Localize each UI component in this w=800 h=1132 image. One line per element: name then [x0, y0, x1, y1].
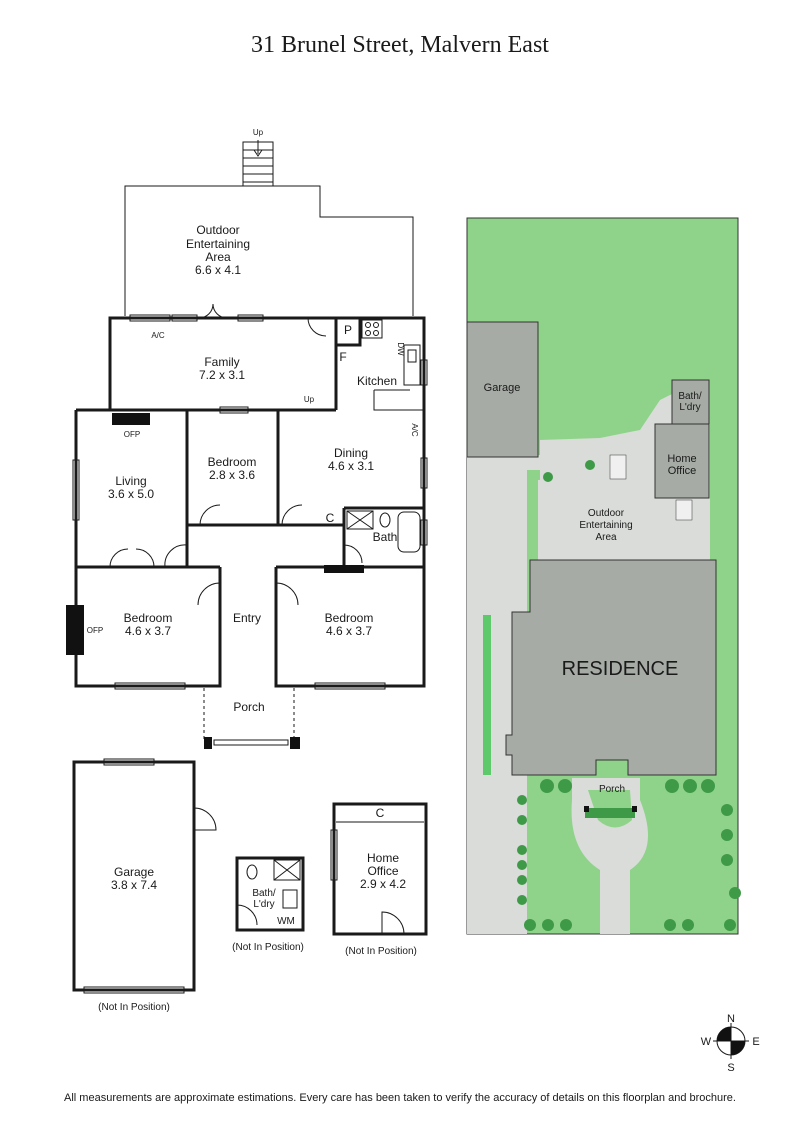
doors [109, 303, 363, 606]
site-bath-label-1: Bath/ [678, 391, 702, 402]
fireplace-icon [112, 413, 150, 425]
toilet-icon [246, 864, 258, 880]
dining-label: Dining [334, 446, 368, 460]
fireplace-icon [324, 565, 364, 573]
garage-outline [72, 760, 196, 992]
outdoor-label-1: Outdoor [196, 223, 239, 237]
fridge-label: F [339, 350, 346, 364]
site-office-label-2: Office [668, 465, 697, 477]
bath-ldry-label-1: Bath/ [252, 888, 276, 899]
compass-w: W [701, 1036, 712, 1048]
compass-e: E [752, 1036, 759, 1048]
living-label: Living [115, 474, 146, 488]
bath-ldry-label-2: L'dry [253, 899, 274, 910]
home-office-cupboard: C [376, 806, 385, 820]
living-size: 3.6 x 5.0 [108, 487, 154, 501]
ofp-living-label: OFP [124, 430, 140, 439]
family-label: Family [204, 355, 239, 369]
bedroom-right-label: Bedroom [325, 611, 374, 625]
site-bath-label-2: L'dry [679, 402, 700, 413]
site-outdoor-label-3: Area [595, 532, 617, 543]
wm-label: WM [277, 916, 295, 927]
cupboard-label: C [326, 511, 335, 525]
stairs-icon [242, 140, 274, 187]
outdoor-label-3: Area [205, 250, 231, 264]
home-office-label-2: Office [367, 864, 398, 878]
porch-outline [203, 688, 295, 740]
ac-label: A/C [151, 331, 165, 340]
fireplace-icon [66, 605, 84, 655]
step-up-label: Up [304, 395, 315, 404]
windows [72, 314, 428, 690]
site-office-label-1: Home [667, 453, 696, 465]
home-office-label-1: Home [367, 851, 399, 865]
site-garage-label: Garage [484, 382, 521, 394]
porch-post-icon [204, 737, 212, 749]
compass-n: N [727, 1013, 735, 1025]
dining-size: 4.6 x 3.1 [328, 459, 374, 473]
porch-label: Porch [233, 700, 264, 714]
garage-note: (Not In Position) [98, 1002, 170, 1013]
site-porch-label: Porch [599, 784, 625, 795]
home-office-size: 2.9 x 4.2 [360, 877, 406, 891]
sink-icon [282, 889, 298, 909]
garage-label: Garage [114, 865, 154, 879]
site-residence-label: RESIDENCE [562, 658, 679, 680]
toilet-icon [379, 512, 391, 528]
bath-label: Bath [373, 530, 398, 544]
cooktop-icon [361, 319, 383, 339]
bathtub-icon [397, 511, 421, 553]
site-outdoor-label-1: Outdoor [588, 508, 625, 519]
disclaimer-text: All measurements are approximate estimat… [64, 1092, 736, 1104]
outdoor-size: 6.6 x 4.1 [195, 263, 241, 277]
outdoor-label-2: Entertaining [186, 237, 250, 251]
outdoor-area-outline [124, 185, 414, 316]
site-outdoor-label-2: Entertaining [579, 520, 632, 531]
sink-icon [403, 344, 421, 386]
porch-post-icon [290, 737, 300, 749]
kitchen-label: Kitchen [357, 374, 397, 388]
bedroom-left-size: 4.6 x 3.7 [125, 624, 171, 638]
bath-ldry-outline [235, 856, 305, 932]
dishwasher-label: DW [396, 342, 405, 356]
bedroom-mid-label: Bedroom [208, 455, 257, 469]
family-size: 7.2 x 3.1 [199, 368, 245, 382]
stairs-up-label: Up [253, 128, 264, 137]
pantry-label: P [344, 323, 352, 337]
home-office-outline [332, 802, 428, 936]
ac-label-2: A/C [410, 423, 419, 437]
entry-label: Entry [233, 611, 261, 625]
bedroom-left-label: Bedroom [124, 611, 173, 625]
shower-icon [346, 510, 374, 530]
site-plan [466, 217, 741, 935]
bath-ldry-note: (Not In Position) [232, 942, 304, 953]
bedroom-mid-size: 2.8 x 3.6 [209, 468, 255, 482]
compass-icon [713, 1023, 749, 1059]
bedroom-right-size: 4.6 x 3.7 [326, 624, 372, 638]
sink-bowl-icon [407, 349, 417, 363]
garage-size: 3.8 x 7.4 [111, 878, 157, 892]
compass-s: S [727, 1062, 734, 1074]
ofp-bedroom-label: OFP [87, 626, 103, 635]
home-office-note: (Not In Position) [345, 946, 417, 957]
page-title: 31 Brunel Street, Malvern East [251, 32, 549, 58]
